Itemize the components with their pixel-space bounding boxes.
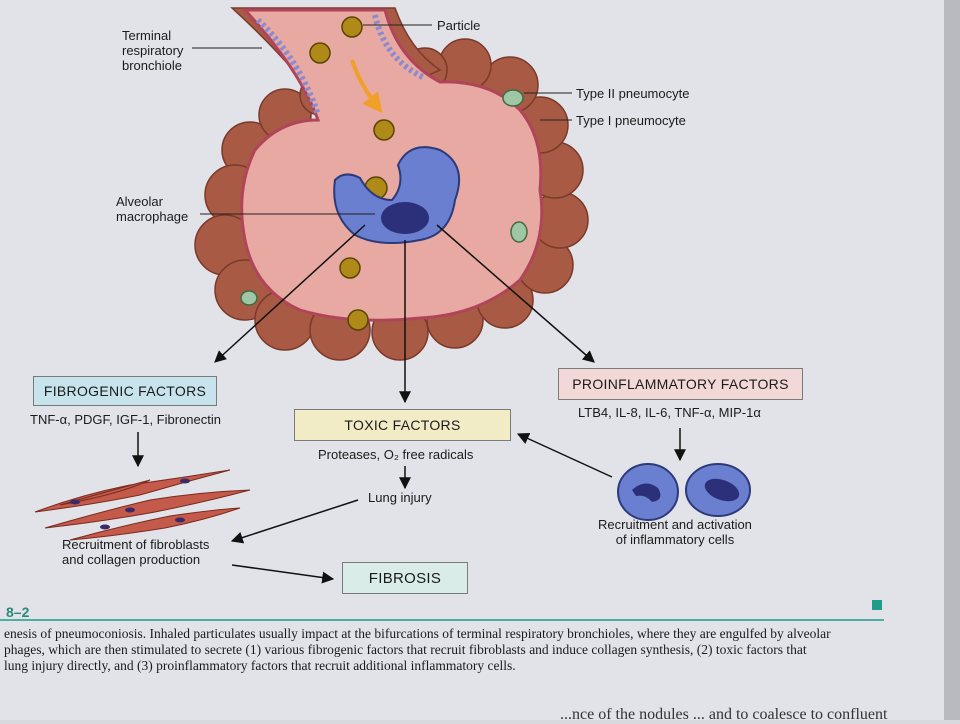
proinflammatory-factor-list: LTB4, IL-8, IL-6, TNF-α, MIP-1α: [578, 405, 761, 420]
toxic-factors-box: TOXIC FACTORS: [294, 409, 511, 441]
label-particle: Particle: [437, 18, 481, 33]
label-type2-pneumocyte: Type II pneumocyte: [576, 86, 690, 101]
proinflammatory-factors-box: PROINFLAMMATORY FACTORS: [558, 368, 803, 400]
inflammatory-cells: [617, 463, 751, 521]
cut-off-body-text: ...nce of the nodules ... and to coalesc…: [560, 706, 888, 723]
particle-path-arrow: [350, 59, 383, 114]
rule-marker: [872, 600, 882, 610]
type2-cell: [240, 89, 528, 306]
fibroblasts: [34, 469, 251, 541]
page-edge: [944, 0, 960, 720]
label-type1-pneumocyte: Type I pneumocyte: [576, 113, 686, 128]
macrophage-nucleus: [381, 202, 429, 234]
lung-injury-label: Lung injury: [368, 490, 432, 505]
caption-line: phages, which are then stimulated to sec…: [4, 642, 807, 657]
caption-line: lung injury directly, and (3) proinflamm…: [4, 658, 516, 673]
toxic-factor-list: Proteases, O₂ free radicals: [318, 447, 474, 462]
caption-line: enesis of pneumoconiosis. Inhaled partic…: [4, 626, 831, 641]
figure-caption: enesis of pneumoconiosis. Inhaled partic…: [4, 626, 944, 674]
fibrogenic-factor-list: TNF-α, PDGF, IGF-1, Fibronectin: [30, 412, 221, 427]
fibrosis-box: FIBROSIS: [342, 562, 468, 594]
fibrogenic-factors-box: FIBROGENIC FACTORS: [33, 376, 217, 406]
figure-number: 8–2: [6, 604, 30, 620]
diagram-art: [0, 7, 884, 621]
alveolar-lumen: [240, 8, 544, 322]
